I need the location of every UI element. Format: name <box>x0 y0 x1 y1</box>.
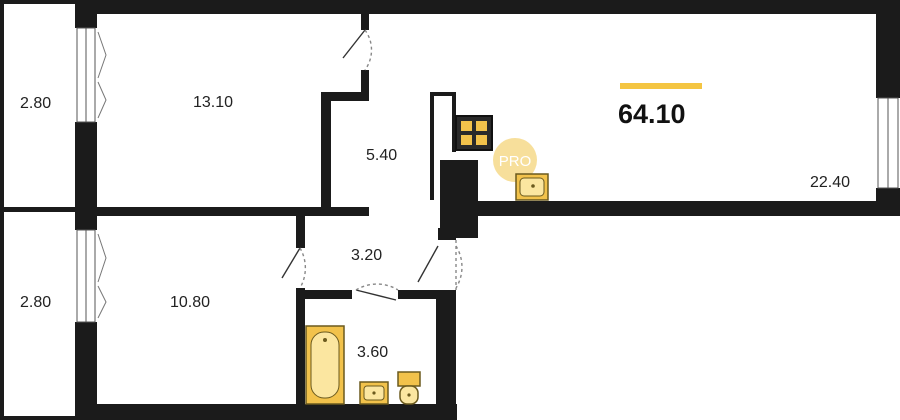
washbasin-icon <box>359 381 389 405</box>
door-bedroom <box>342 29 366 59</box>
total-area-accent-bar <box>620 83 702 89</box>
room-area-living-kitchen: 22.40 <box>810 174 850 191</box>
wall-left-2 <box>75 122 97 230</box>
wall-left-1 <box>75 0 97 28</box>
loggia-top-edge <box>0 0 78 4</box>
bathtub-icon <box>305 325 345 405</box>
wall-second-bedroom-upper <box>296 212 305 248</box>
wall-bottom <box>75 404 457 420</box>
doors <box>281 29 463 301</box>
wall-partition-outline-right <box>452 92 456 152</box>
wall-hall-jamb <box>438 228 456 240</box>
kitchen-sink-icon <box>515 173 549 201</box>
watermark-text: PRO <box>499 153 532 170</box>
total-area: 64.10 <box>618 99 686 129</box>
loggia-divider <box>0 207 78 212</box>
wall-partition-outline-left <box>430 92 434 200</box>
wall-bedroom-notch <box>321 92 363 101</box>
room-area-bedroom: 13.10 <box>193 94 233 111</box>
room-area-second-bedroom: 10.80 <box>170 294 210 311</box>
wall-bedroom-door-jamb <box>361 14 369 30</box>
stove-icon <box>455 115 493 151</box>
door-second-bedroom <box>281 247 301 279</box>
loggia-bottom-edge <box>0 416 78 420</box>
door-bathroom <box>355 289 397 301</box>
wall-bedroom-door-jamb-low <box>361 70 369 101</box>
watermark: PRO <box>493 138 537 182</box>
wall-bathroom-top <box>296 290 352 299</box>
room-area-loggia-top: 2.80 <box>20 95 51 112</box>
toilet-icon <box>397 371 421 405</box>
wall-bedroom-divider <box>97 207 369 216</box>
window-sashes <box>97 31 107 319</box>
wall-right-upper <box>876 0 900 98</box>
wall-partition-top <box>430 92 456 96</box>
wall-bathroom-top-right <box>398 290 456 299</box>
wall-left-3 <box>75 322 97 420</box>
windows <box>76 27 899 323</box>
room-area-bathroom: 3.60 <box>357 344 388 361</box>
wall-column <box>440 160 478 238</box>
wall-top <box>75 0 900 14</box>
wall-bathroom-right <box>436 290 456 420</box>
watermark-circle <box>493 138 537 182</box>
wall-second-bedroom-lower <box>296 288 305 408</box>
wall-bedroom-right <box>321 92 331 212</box>
wall-living-bottom <box>478 201 900 216</box>
room-area-corridor: 3.20 <box>351 247 382 264</box>
door-entrance <box>417 245 439 283</box>
room-area-hallway: 5.40 <box>366 147 397 164</box>
room-area-loggia-bottom: 2.80 <box>20 294 51 311</box>
